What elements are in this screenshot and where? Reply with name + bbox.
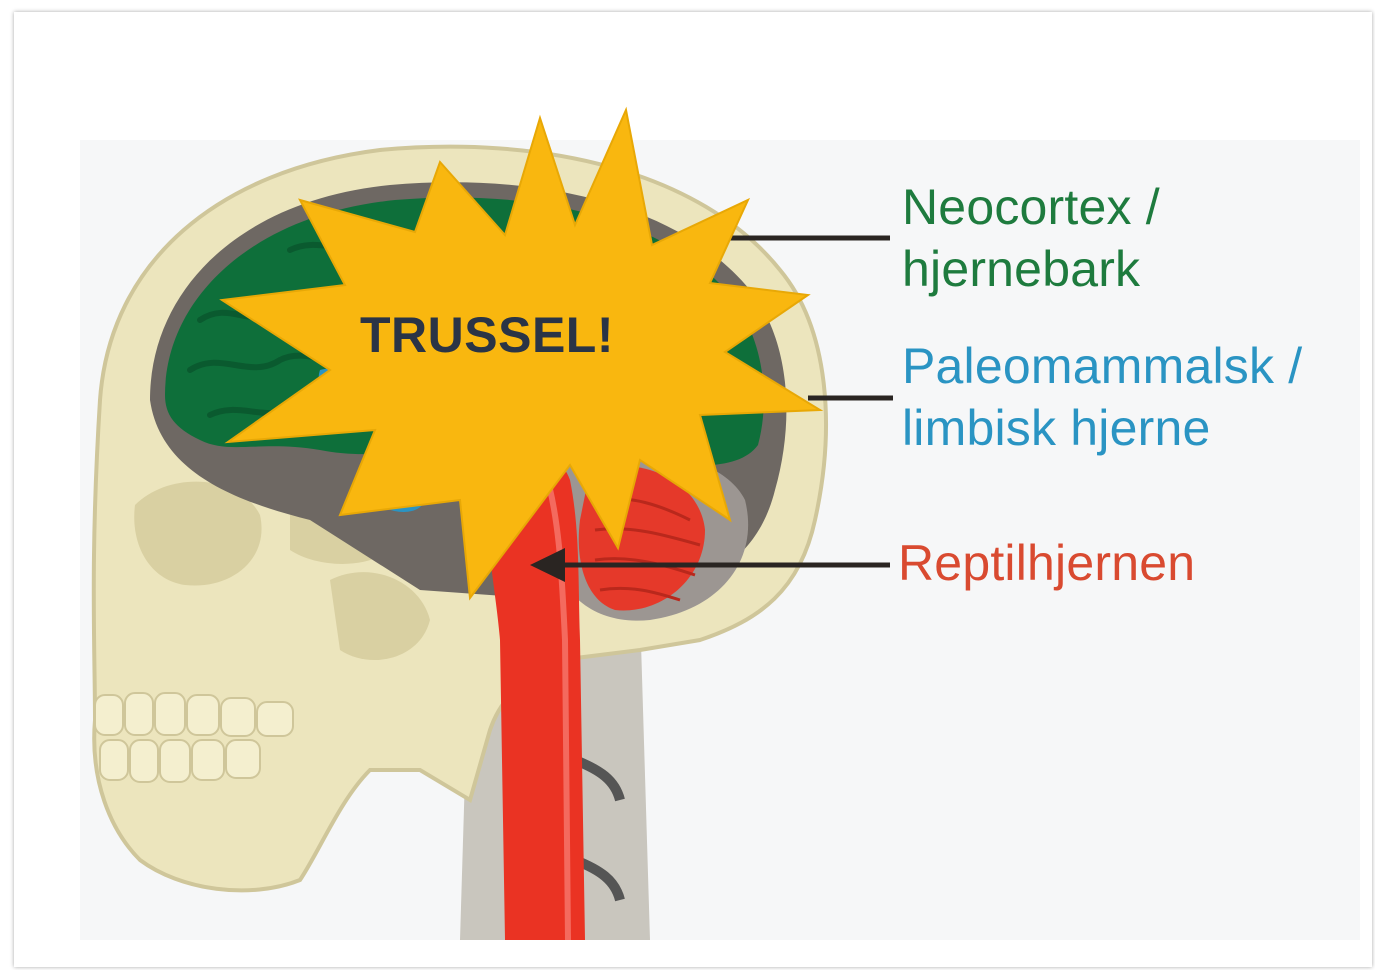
- neocortex-label-line-1: Neocortex /: [902, 176, 1160, 238]
- reptile-label-line-1: Reptilhjernen: [898, 532, 1195, 594]
- reptile-label: Reptilhjernen: [898, 532, 1195, 594]
- limbic-label-line-2: limbisk hjerne: [902, 397, 1302, 459]
- limbic-label-line-1: Paleomammalsk /: [902, 335, 1302, 397]
- neocortex-label: Neocortex / hjernebark: [902, 176, 1160, 300]
- neocortex-label-line-2: hjernebark: [902, 238, 1160, 300]
- threat-label: TRUSSEL!: [360, 306, 614, 364]
- limbic-label: Paleomammalsk / limbisk hjerne: [902, 335, 1302, 459]
